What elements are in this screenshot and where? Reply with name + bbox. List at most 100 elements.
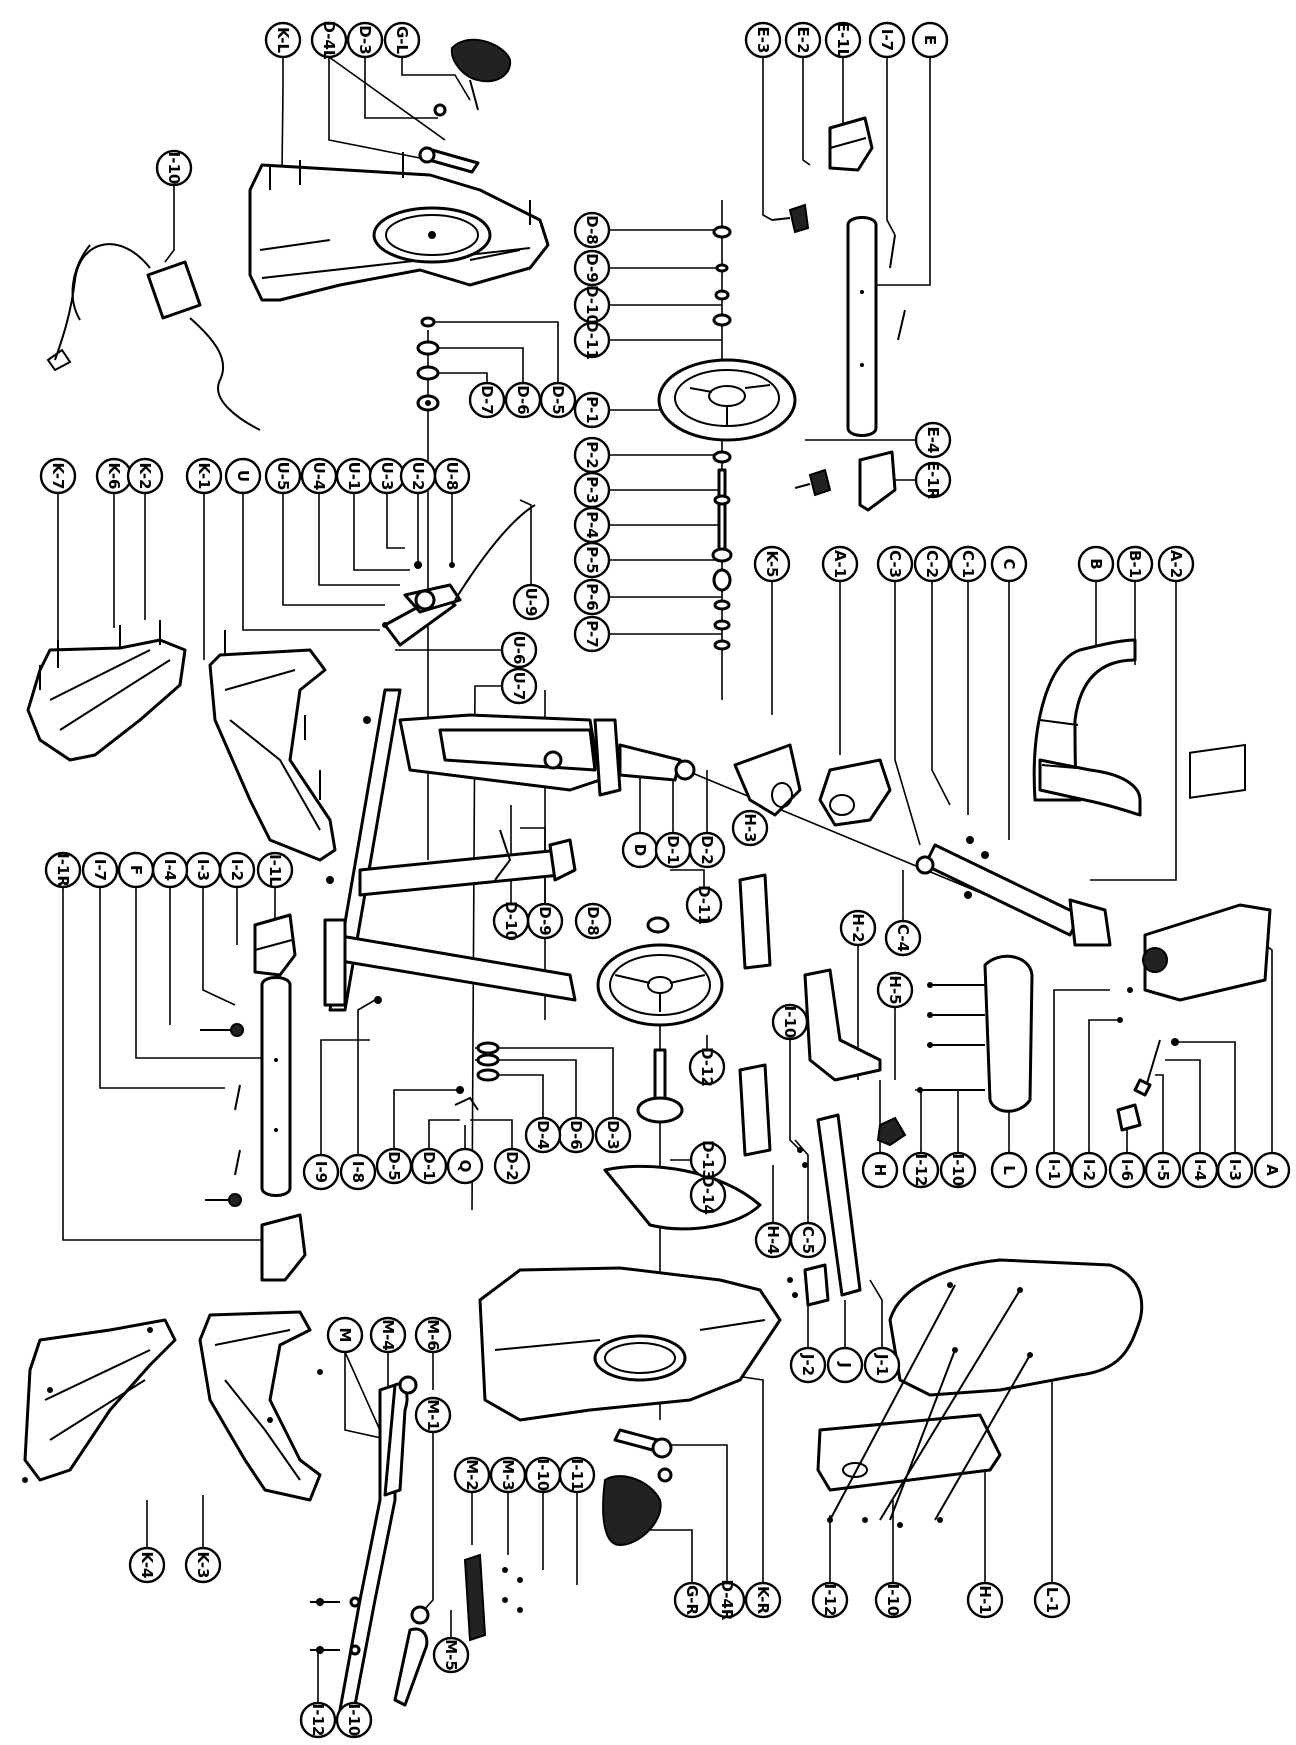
handlebar-post <box>915 836 1112 947</box>
pedal-right <box>602 1475 662 1547</box>
callout-text: H <box>871 1164 889 1177</box>
callout-d: D <box>621 831 659 869</box>
handle-bracket <box>463 1553 523 1642</box>
callout-circle <box>594 1116 632 1154</box>
frame-cover-left-inner <box>208 630 337 862</box>
callout-u-1: U-1 <box>335 457 373 495</box>
callout-l-1: L-1 <box>1033 1581 1071 1619</box>
callout-j: J <box>826 1346 864 1384</box>
callout-c-2: C-2 <box>913 545 951 583</box>
callout-circle <box>453 1456 491 1494</box>
callout-text: M-2 <box>463 1459 481 1491</box>
callout-text: D-8 <box>584 906 602 935</box>
callout-text: U-8 <box>443 462 461 491</box>
callout-text: I-1R <box>54 853 72 887</box>
callout-h-3: H-3 <box>731 809 769 847</box>
callout-d-8: D-8 <box>574 902 612 940</box>
callout-text: I-11 <box>568 1459 586 1492</box>
callout-d-2: D-2 <box>493 1147 531 1185</box>
callout-circle <box>573 321 611 359</box>
callout-text: I-7 <box>91 859 109 881</box>
callout-circle <box>914 421 952 459</box>
callout-u-7: U-7 <box>500 667 538 705</box>
callout-circle <box>117 851 155 889</box>
callout-text: H-4 <box>764 1225 782 1254</box>
callout-text: I-10 <box>345 1704 363 1737</box>
callout-text: I-12 <box>912 1154 930 1187</box>
callout-circle <box>685 886 723 924</box>
callout-text: C-3 <box>886 550 904 578</box>
callout-i-9: I-9 <box>302 1153 340 1191</box>
bracket-h4 <box>738 1063 772 1157</box>
callout-text: M <box>336 1328 354 1343</box>
callout-e-3: E-3 <box>744 21 782 59</box>
callout-text: A-1 <box>831 550 849 578</box>
callout-text: D-9 <box>536 906 554 935</box>
callout-text: D-5 <box>549 385 567 414</box>
callout-circle <box>744 1581 782 1619</box>
callout-circle <box>1033 1581 1071 1619</box>
callout-d-6: D-6 <box>504 381 542 419</box>
callout-circle <box>493 1147 531 1185</box>
callout-circle <box>126 457 164 495</box>
callout-circle <box>688 1048 726 1086</box>
callout-text: L-1 <box>1043 1587 1061 1613</box>
callout-i-4: I-4 <box>1181 1151 1219 1189</box>
callout-i-10: I-10 <box>939 1151 977 1189</box>
callout-c: C <box>990 545 1028 583</box>
callout-i-7: I-7 <box>81 851 119 889</box>
callout-circle <box>811 1581 849 1619</box>
callout-circle <box>574 902 612 940</box>
callout-text: D-3 <box>604 1120 622 1149</box>
seat-post-lower <box>234 976 292 1197</box>
callout-text: D-2 <box>503 1151 521 1180</box>
callout-i-3: I-3 <box>184 851 222 889</box>
callout-text: I-7 <box>878 29 896 51</box>
callout-text: D-4L <box>320 21 338 60</box>
seat-post-cap-r <box>260 1213 307 1282</box>
callout-m: M <box>326 1316 364 1354</box>
backrest-l <box>917 954 1034 1113</box>
callout-text: E-4 <box>924 427 942 454</box>
callout-circle <box>224 457 262 495</box>
callout-circle <box>708 1581 746 1619</box>
callout-text: U <box>234 470 252 482</box>
callout-i-3: I-3 <box>1216 1151 1254 1189</box>
callout-e-1r: E-1R <box>914 461 952 500</box>
callout-d-8: D-8 <box>573 211 611 249</box>
callout-k-3: K-3 <box>184 1546 222 1584</box>
callout-m-4: M-4 <box>369 1316 407 1354</box>
callout-text: P-3 <box>583 476 601 503</box>
knob-e4 <box>794 468 832 497</box>
callout-text: I-4 <box>161 859 179 881</box>
parts-drawing <box>22 38 1272 1712</box>
callout-text: F <box>127 865 145 875</box>
callout-circle <box>383 21 421 59</box>
callout-i-10: I-10 <box>874 1581 912 1619</box>
callout-circle <box>264 457 302 495</box>
callout-text: I-6 <box>1118 1159 1136 1181</box>
callout-k-6: K-6 <box>95 457 133 495</box>
callout-text: C-1 <box>959 550 977 578</box>
callout-circle <box>155 149 193 187</box>
callout-i-10: I-10 <box>524 1456 562 1494</box>
callout-text: D <box>631 844 649 856</box>
callout-text: I-10 <box>949 1154 967 1187</box>
power-adapter-icon <box>46 243 261 431</box>
callout-circle <box>824 21 862 59</box>
callout-text: C-5 <box>799 1226 817 1254</box>
callout-text: D-6 <box>514 385 532 414</box>
callout-p-5: P-5 <box>573 541 611 579</box>
callout-text: U-9 <box>522 588 540 617</box>
callout-text: D-5 <box>385 1151 403 1180</box>
callout-text: E-2 <box>794 27 812 54</box>
callout-text: D-8 <box>583 215 601 244</box>
callout-circle <box>884 919 922 957</box>
callout-circle <box>369 1316 407 1354</box>
callout-circle <box>731 809 769 847</box>
frame-cover-right-outer <box>22 1318 177 1483</box>
callout-circle <box>1157 545 1195 583</box>
callout-d-9: D-9 <box>526 902 564 940</box>
